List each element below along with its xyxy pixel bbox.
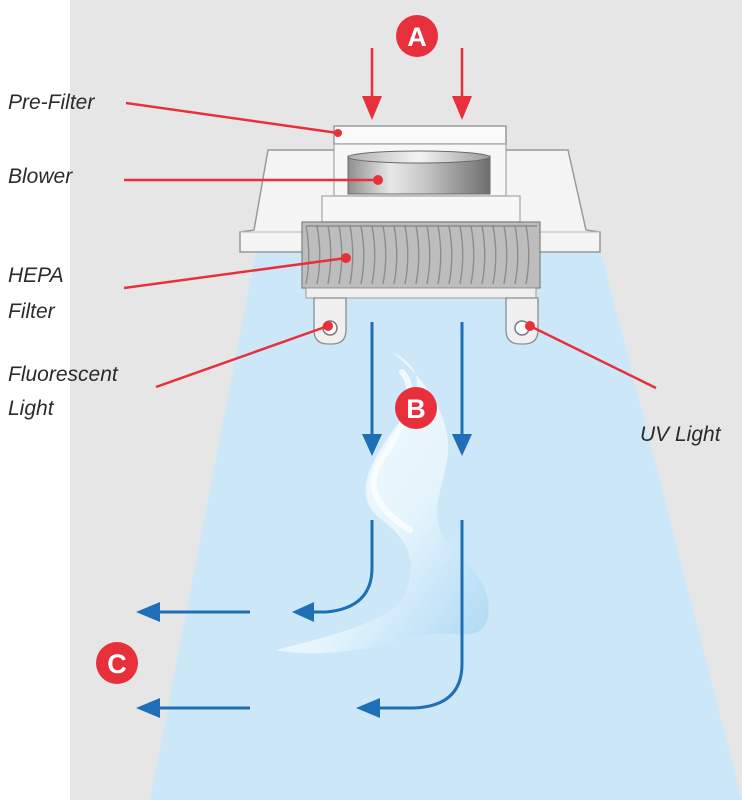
curved-arrow-lower-head <box>356 698 380 718</box>
curved-arrow-upper-head <box>292 602 314 622</box>
intake-arrow-left-head <box>362 96 382 120</box>
marker-a-label: A <box>407 22 427 52</box>
downflow-arrow-left-head <box>362 434 382 456</box>
intake-arrows <box>362 48 472 120</box>
downflow-arrow-right-head <box>452 434 472 456</box>
uv-leader-dot <box>525 321 535 331</box>
intake-arrow-right-head <box>452 96 472 120</box>
fluorescent-leader <box>155 324 329 389</box>
pre-filter <box>333 125 507 145</box>
marker-c-circle <box>96 642 138 684</box>
marker-c-label: C <box>107 649 127 679</box>
hepa-label-line1: HEPA <box>8 264 64 287</box>
curved-arrow-upper-path <box>312 520 374 614</box>
fluorescent-leader-dot <box>323 321 333 331</box>
uv-leader <box>529 324 657 390</box>
downflow-arrows <box>362 322 472 456</box>
hepa-label-line2: Filter <box>8 300 55 323</box>
hepa-pleats <box>305 225 537 285</box>
curved-arrow-lower-path <box>378 520 464 710</box>
blower-leader-dot <box>373 175 383 185</box>
curved-airflow-arrows <box>292 520 464 718</box>
work-zone <box>150 240 742 800</box>
pre-filter-label: Pre-Filter <box>8 91 95 114</box>
marker-b: B <box>395 387 437 429</box>
marker-a-circle <box>396 15 438 57</box>
callout-lines <box>123 101 657 390</box>
outflow-arrow-upper-head <box>136 602 160 622</box>
marker-b-label: B <box>406 394 426 424</box>
blower-top <box>347 150 491 164</box>
hepa-leader <box>123 256 347 290</box>
marker-c: C <box>96 642 138 684</box>
pre-filter-leader <box>125 101 339 135</box>
outflow-arrow-lower-head <box>136 698 160 718</box>
fluorescent-label-line2: Light <box>8 397 54 420</box>
blower-label: Blower <box>8 165 73 188</box>
marker-b-circle <box>395 387 437 429</box>
outflow-arrows <box>136 602 250 718</box>
marker-a: A <box>396 15 438 57</box>
plenum <box>321 195 521 223</box>
uv-light-label: UV Light <box>640 423 721 446</box>
hepa-leader-dot <box>341 253 351 263</box>
filter-frame <box>305 287 537 299</box>
fluorescent-label-line1: Fluorescent <box>8 363 118 386</box>
pre-filter-leader-dot <box>334 129 342 137</box>
